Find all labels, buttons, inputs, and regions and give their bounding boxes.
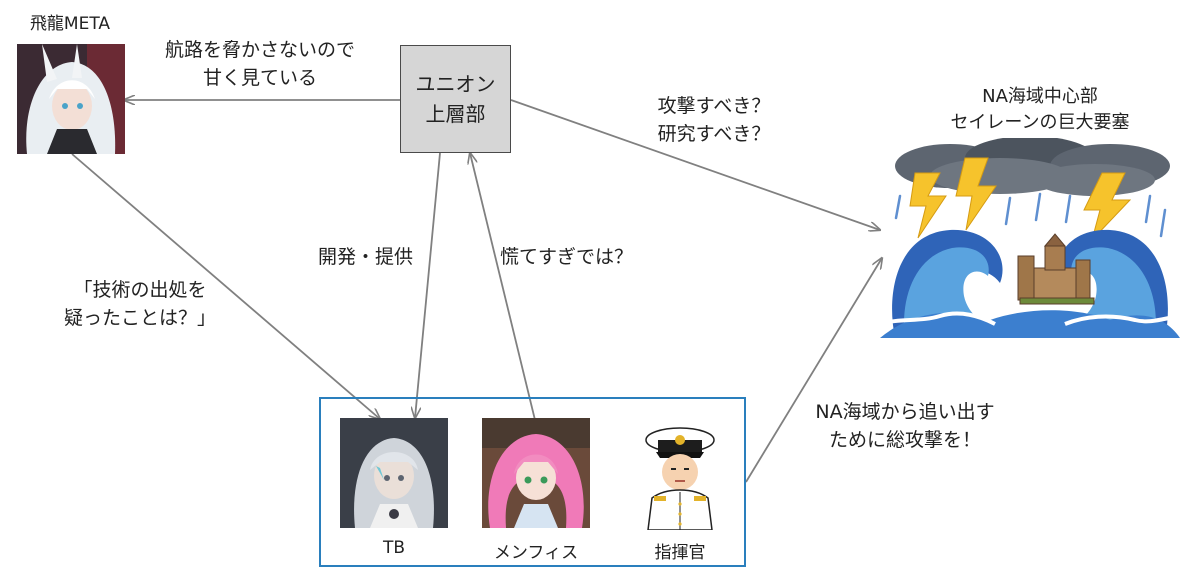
label-union-to-fortress: 攻撃すべき？ 研究すべき？ <box>614 92 814 148</box>
fortress-castle-icon <box>1017 233 1095 305</box>
arrow-fleet-to-fortress <box>745 258 882 483</box>
siren-fortress-illustration <box>879 136 1181 338</box>
label-union-to-meta-line2: 甘く見ている <box>202 67 317 89</box>
meta-portrait <box>17 44 125 154</box>
fortress-caption: NA海域中心部 セイレーンの巨大要塞 <box>930 84 1150 136</box>
commander-icon <box>630 420 730 531</box>
label-fleet-to-fortress-line2: ために総攻撃を！ <box>828 429 981 451</box>
label-union-to-tb: 開発・提供 <box>318 246 414 268</box>
memphis-name: メンフィス <box>493 543 579 563</box>
memphis-portrait <box>482 418 590 528</box>
label-memphis-to-union: 慌てすぎでは？ <box>500 246 634 268</box>
label-fleet-to-fortress-line1: NA海域から追い出す <box>815 401 995 423</box>
label-meta-to-tb-line1: 「技術の出処を <box>73 279 207 301</box>
storm-cloud-icon <box>895 136 1170 196</box>
label-meta-to-tb: 「技術の出処を 疑ったことは？」 <box>40 276 240 332</box>
fortress-caption-line1: NA海域中心部 <box>982 86 1098 107</box>
arrow-union-to-tb <box>415 152 441 418</box>
label-union-to-fortress-line1: 攻撃すべき？ <box>657 95 771 117</box>
union-hq-box: ユニオン 上層部 <box>400 45 511 153</box>
union-hq-line2: 上層部 <box>425 102 486 126</box>
label-meta-to-tb-line2: 疑ったことは？」 <box>63 307 216 329</box>
lightning-icon <box>909 157 1132 241</box>
label-union-to-meta-line1: 航路を脅かさないので <box>164 39 355 61</box>
wave-icon <box>879 229 1181 338</box>
arrow-union-to-fortress <box>510 99 880 230</box>
label-union-to-fortress-line2: 研究すべき？ <box>657 123 771 145</box>
meta-name-label: 飛龍META <box>29 14 111 34</box>
tb-portrait <box>340 418 448 528</box>
union-hq-line1: ユニオン <box>415 72 496 96</box>
label-union-to-meta: 航路を脅かさないので 甘く見ている <box>140 36 380 92</box>
fortress-caption-line2: セイレーンの巨大要塞 <box>950 112 1130 133</box>
commander-name: 指揮官 <box>654 543 706 563</box>
arrow-meta-to-tb <box>71 153 380 419</box>
fleet-group-frame <box>319 397 746 567</box>
arrow-memphis-to-union <box>470 153 536 421</box>
tb-name: TB <box>382 538 406 558</box>
label-fleet-to-fortress: NA海域から追い出す ために総攻撃を！ <box>790 398 1020 454</box>
